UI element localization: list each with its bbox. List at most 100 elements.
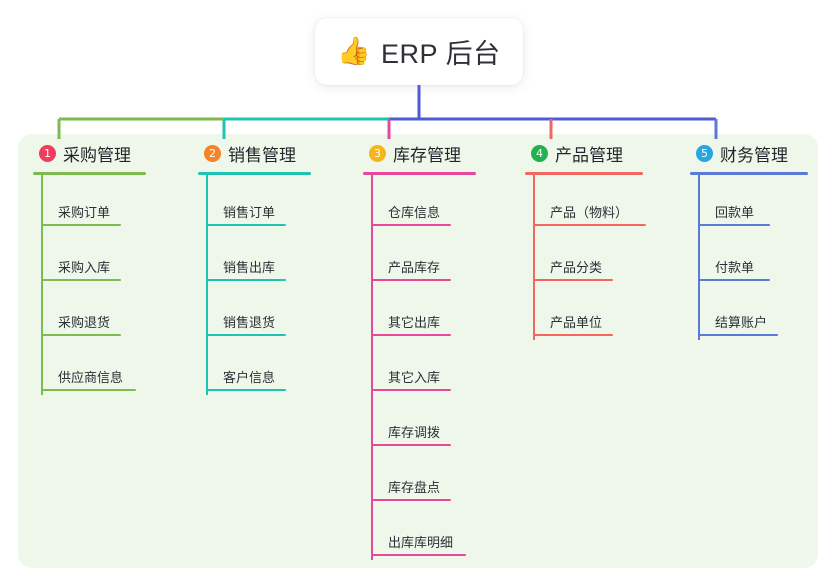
branch-heading-2[interactable]: 2 销售管理: [198, 140, 311, 166]
branch-item-label: 产品单位: [550, 315, 603, 330]
branch-item[interactable]: 产品分类: [525, 230, 643, 285]
branch-item-label: 销售订单: [223, 205, 276, 220]
branch-item-rule: [206, 334, 286, 336]
branch-item-label: 库存调拨: [388, 425, 441, 440]
diagram-panel: [18, 134, 818, 568]
branch-item-rule: [41, 279, 121, 281]
branch-item[interactable]: 库存盘点: [363, 450, 476, 505]
branch-item[interactable]: 回款单: [690, 175, 808, 230]
branch-item-rule: [206, 224, 286, 226]
branch-item-rule: [41, 224, 121, 226]
branch-item[interactable]: 采购订单: [33, 175, 146, 230]
branch-item-rule: [533, 334, 613, 336]
branch-column-3: 3 库存管理仓库信息产品库存其它出库其它入库库存调拨库存盘点出库库明细: [363, 140, 476, 560]
branch-item[interactable]: 销售退货: [198, 285, 311, 340]
branch-column-4: 4 产品管理产品（物料） 产品分类产品单位: [525, 140, 646, 340]
branch-item-rule: [206, 279, 286, 281]
branch-item-label: 回款单: [715, 205, 755, 220]
branch-title: 库存管理: [393, 145, 461, 165]
branch-column-1: 1 采购管理采购订单采购入库采购退货供应商信息: [33, 140, 146, 395]
branch-item[interactable]: 结算账户: [690, 285, 808, 340]
branch-item-rule: [698, 279, 770, 281]
branch-item-label: 供应商信息: [58, 370, 124, 385]
branch-heading-3[interactable]: 3 库存管理: [363, 140, 476, 166]
branch-item-rule: [533, 224, 646, 226]
branch-item-rule: [206, 389, 286, 391]
branch-item-label: 结算账户: [715, 315, 768, 330]
branch-item-rule: [41, 334, 121, 336]
branch-item-rule: [533, 279, 613, 281]
branch-title: 采购管理: [63, 145, 131, 165]
branch-item[interactable]: 供应商信息: [33, 340, 146, 395]
branch-column-5: 5 财务管理回款单付款单结算账户: [690, 140, 808, 340]
branch-heading-rule: [33, 172, 146, 175]
thumbs-up-icon: 👍: [337, 36, 372, 66]
branch-item[interactable]: 产品单位: [525, 285, 643, 340]
branch-item[interactable]: 产品（物料）: [525, 175, 646, 230]
branch-item-label: 产品分类: [550, 260, 603, 275]
branch-item-label: 采购入库: [58, 260, 111, 275]
branch-title: 财务管理: [720, 145, 788, 165]
branch-number-badge: 3: [369, 144, 386, 162]
branch-item-label: 产品（物料）: [550, 205, 629, 220]
branch-item-label: 付款单: [715, 260, 755, 275]
branch-heading-rule: [363, 172, 476, 175]
branch-item-rule: [371, 279, 451, 281]
branch-heading-rule: [198, 172, 311, 175]
branch-spine: [698, 175, 700, 340]
branch-item[interactable]: 客户信息: [198, 340, 311, 395]
branch-item-label: 采购订单: [58, 205, 111, 220]
branch-item-label: 客户信息: [223, 370, 276, 385]
branch-item-list: 产品（物料） 产品分类产品单位: [525, 175, 646, 340]
branch-item-rule: [371, 499, 451, 501]
branch-spine: [533, 175, 535, 340]
branch-item[interactable]: 销售订单: [198, 175, 311, 230]
branch-item-label: 销售出库: [223, 260, 276, 275]
branch-number-badge: 2: [204, 144, 221, 162]
branch-title: 销售管理: [228, 145, 296, 165]
branch-item-list: 采购订单采购入库采购退货供应商信息: [33, 175, 146, 395]
branch-item-label: 产品库存: [388, 260, 441, 275]
branch-column-2: 2 销售管理销售订单销售出库销售退货客户信息: [198, 140, 311, 395]
branch-item[interactable]: 出库库明细: [363, 505, 476, 560]
branch-item-list: 仓库信息产品库存其它出库其它入库库存调拨库存盘点出库库明细: [363, 175, 476, 560]
branch-item[interactable]: 销售出库: [198, 230, 311, 285]
branch-item-rule: [371, 444, 451, 446]
branch-item[interactable]: 库存调拨: [363, 395, 476, 450]
branch-number-badge: 4: [531, 144, 548, 162]
branch-spine: [371, 175, 373, 560]
branch-number-badge: 5: [696, 144, 713, 162]
branch-item[interactable]: 采购退货: [33, 285, 146, 340]
branch-heading-rule: [690, 172, 808, 175]
branch-number-badge: 1: [39, 144, 56, 162]
root-node-title: ERP 后台: [381, 39, 501, 69]
branch-item-label: 其它出库: [388, 315, 441, 330]
branch-item[interactable]: 其它出库: [363, 285, 476, 340]
branch-item-rule: [371, 224, 451, 226]
branch-spine: [41, 175, 43, 395]
branch-item[interactable]: 付款单: [690, 230, 808, 285]
branch-spine: [206, 175, 208, 395]
branch-item[interactable]: 产品库存: [363, 230, 476, 285]
branch-item-label: 销售退货: [223, 315, 276, 330]
branch-item-rule: [371, 554, 466, 556]
root-node[interactable]: 👍 ERP 后台: [315, 18, 523, 85]
branch-heading-1[interactable]: 1 采购管理: [33, 140, 146, 166]
branch-item-label: 采购退货: [58, 315, 111, 330]
branch-title: 产品管理: [555, 145, 623, 165]
branch-item-rule: [698, 224, 770, 226]
branch-item-rule: [371, 389, 451, 391]
branch-item-label: 库存盘点: [388, 480, 441, 495]
branch-heading-5[interactable]: 5 财务管理: [690, 140, 808, 166]
branch-item[interactable]: 其它入库: [363, 340, 476, 395]
branch-item-list: 销售订单销售出库销售退货客户信息: [198, 175, 311, 395]
branch-heading-rule: [525, 172, 643, 175]
branch-item-rule: [698, 334, 778, 336]
branch-item-label: 其它入库: [388, 370, 441, 385]
branch-heading-4[interactable]: 4 产品管理: [525, 140, 643, 166]
branch-item[interactable]: 采购入库: [33, 230, 146, 285]
branch-item-label: 出库库明细: [388, 535, 454, 550]
branch-item-rule: [41, 389, 136, 391]
branch-item[interactable]: 仓库信息: [363, 175, 476, 230]
